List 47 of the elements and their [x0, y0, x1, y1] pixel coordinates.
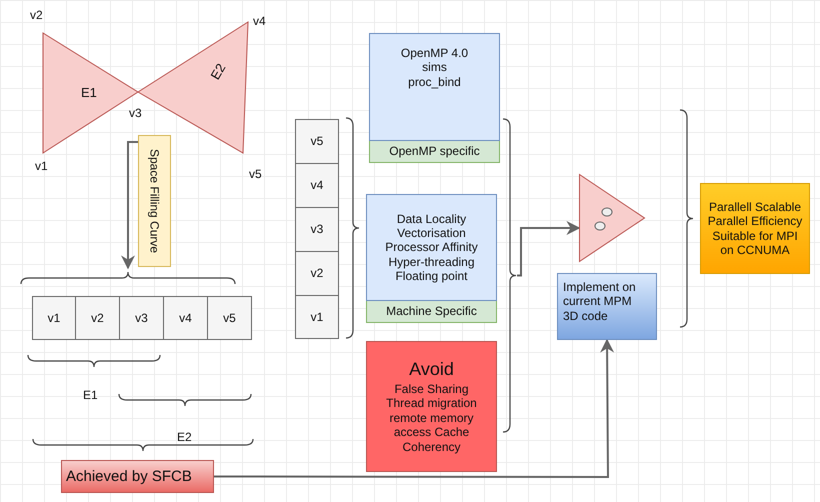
- vertex-label: v1: [35, 159, 48, 173]
- vertex-label: v5: [249, 167, 262, 181]
- array-cell: [295, 251, 339, 296]
- element-label: E2: [207, 60, 228, 82]
- cell-text: v2: [91, 310, 104, 326]
- method-text: Achieved by SFCB: [66, 468, 192, 485]
- result-text: Parallell Scalable Parallel Efficiency Suitable for MPI on CCNUMA: [706, 200, 804, 258]
- cell-text: v3: [310, 222, 324, 237]
- box-body: False Sharing Thread migration remote memory access Cache Coherency: [385, 382, 478, 454]
- task-text: Implement on current MPM 3D code: [563, 280, 637, 324]
- array-cell: [32, 296, 76, 340]
- note-box: [138, 135, 171, 267]
- cell-text: v4: [310, 178, 324, 193]
- cell-text: v1: [48, 310, 60, 326]
- array-cell: [295, 119, 339, 164]
- array-cell: [295, 295, 339, 339]
- vertex-label: v3: [129, 106, 142, 120]
- box-heading: Avoid: [409, 359, 454, 380]
- cell-text: v4: [179, 310, 192, 326]
- arrow: [121, 141, 138, 270]
- array-cell: [163, 296, 208, 340]
- array-cell: [119, 296, 164, 340]
- cell-text: v1: [310, 310, 324, 324]
- cell-text: v5: [310, 134, 324, 149]
- cell-text: v5: [223, 310, 236, 326]
- cell-text: v2: [310, 266, 324, 281]
- arrow: [214, 338, 614, 478]
- array-cell: [295, 163, 339, 208]
- element-label: E1: [81, 85, 97, 100]
- vertex-label: v4: [253, 14, 266, 28]
- array-cell: [295, 207, 339, 252]
- info-text: Data Locality Vectorisation Processor Affinity Hyper-threading Floating point: [384, 212, 479, 284]
- arrow: [517, 221, 580, 276]
- note-text: Space Filling Curve: [148, 148, 162, 254]
- footer-text: Machine Specific: [386, 304, 477, 319]
- footer-text: OpenMP specific: [389, 144, 480, 159]
- info-text: OpenMP 4.0 sims proc_bind: [400, 46, 470, 90]
- vertex-label: v2: [30, 8, 43, 22]
- vertex-label: E2: [177, 430, 192, 444]
- cell-text: v3: [135, 310, 148, 326]
- task-box: [557, 273, 657, 340]
- vertex-label: E1: [83, 388, 98, 402]
- method-box: [61, 460, 214, 493]
- array-cell: [207, 296, 252, 340]
- result-box: [700, 183, 810, 274]
- warning-box: [366, 341, 497, 472]
- array-cell: [75, 296, 120, 340]
